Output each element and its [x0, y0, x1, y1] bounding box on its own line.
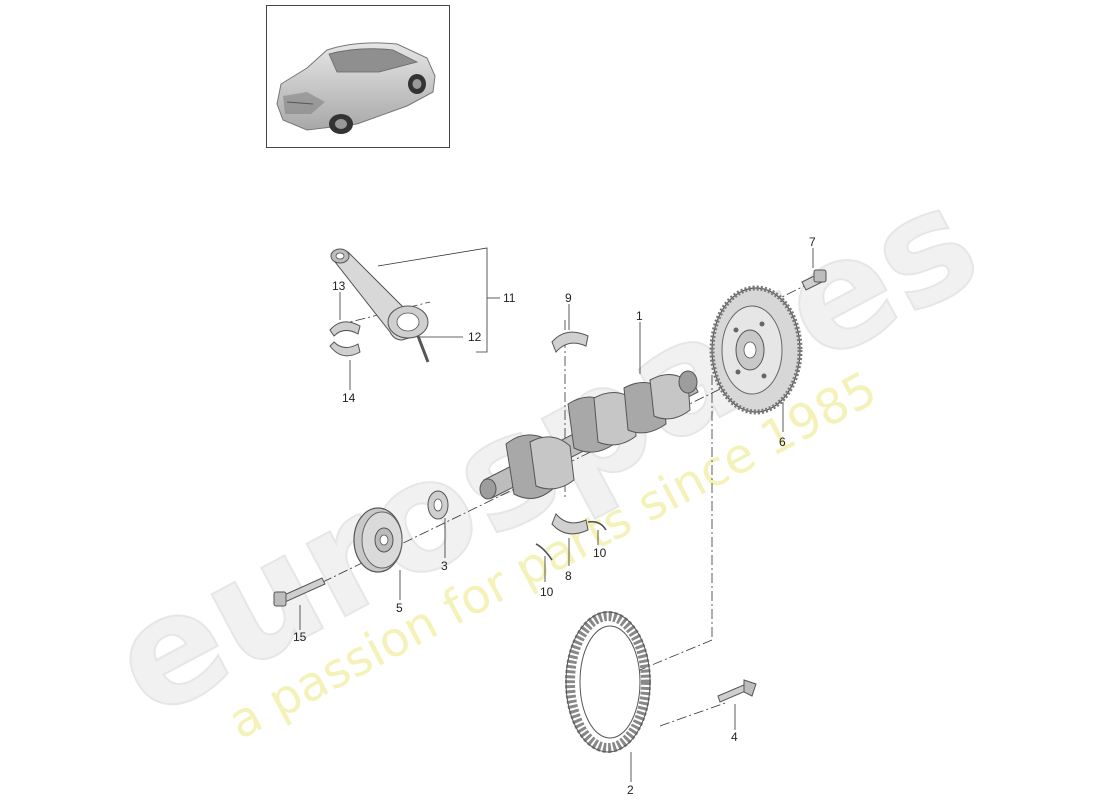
callout-12[interactable]: 12 — [468, 330, 482, 344]
flywheel[interactable] — [709, 285, 803, 415]
thrust-washers[interactable] — [535, 520, 607, 561]
callout-11[interactable]: 11 — [503, 291, 516, 305]
ring-gear[interactable] — [565, 611, 651, 753]
flywheel-bolt[interactable] — [801, 269, 827, 291]
vehicle-thumbnail[interactable] — [266, 5, 450, 148]
ring-gear-screw[interactable] — [717, 679, 757, 703]
crankshaft[interactable] — [479, 370, 699, 500]
callout-6[interactable]: 6 — [779, 435, 786, 449]
callout-7[interactable]: 7 — [809, 235, 816, 249]
callout-2[interactable]: 2 — [627, 783, 634, 797]
vibration-damper[interactable] — [353, 507, 403, 573]
callout-4[interactable]: 4 — [731, 730, 738, 744]
washer[interactable] — [427, 490, 449, 520]
suv-thumbnail-icon — [276, 42, 436, 134]
callout-13[interactable]: 13 — [332, 279, 346, 293]
callout-labels: 1 2 3 4 5 6 7 8 9 10 10 11 12 13 14 15 — [293, 235, 816, 797]
callout-9[interactable]: 9 — [565, 291, 572, 305]
pulley-bolt[interactable] — [273, 577, 326, 607]
callout-8[interactable]: 8 — [565, 569, 572, 583]
connecting-rod[interactable] — [330, 248, 430, 363]
conrod-bearing-shells[interactable] — [329, 321, 361, 357]
leader-lines — [299, 248, 814, 782]
callout-10-right[interactable]: 10 — [593, 546, 607, 560]
callout-14[interactable]: 14 — [342, 391, 356, 405]
callout-15[interactable]: 15 — [293, 630, 307, 644]
callout-5[interactable]: 5 — [396, 601, 403, 615]
callout-1[interactable]: 1 — [636, 309, 643, 323]
callout-bracket — [377, 247, 500, 353]
main-bearing-shells[interactable] — [551, 331, 589, 535]
callout-10-left[interactable]: 10 — [540, 585, 554, 599]
callout-3[interactable]: 3 — [441, 559, 448, 573]
